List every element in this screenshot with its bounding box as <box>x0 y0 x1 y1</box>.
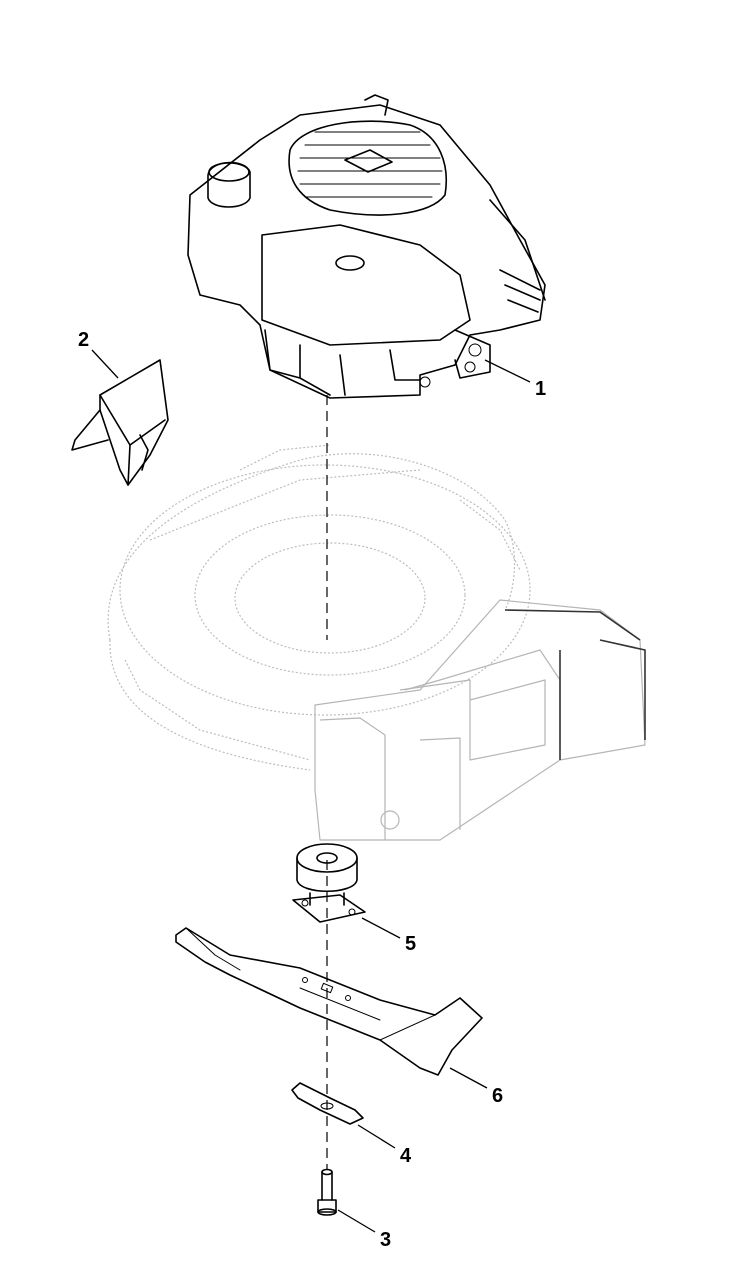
leader-6 <box>449 1067 488 1089</box>
callout-labels: 1 2 3 4 5 6 <box>78 329 546 1251</box>
callout-2: 2 <box>78 329 89 351</box>
leader-4 <box>357 1124 396 1149</box>
callout-5: 5 <box>405 933 416 955</box>
leader-5 <box>361 917 401 939</box>
leader-2 <box>91 349 119 379</box>
blade-washer-illustration <box>291 1082 364 1125</box>
callout-6: 6 <box>492 1085 503 1107</box>
leader-3 <box>337 1209 376 1233</box>
callout-1: 1 <box>535 378 546 400</box>
mower-deck-ghost <box>107 444 646 841</box>
blade-illustration <box>175 927 483 1076</box>
blade-bolt-illustration <box>317 1168 337 1216</box>
leader-lines <box>91 349 531 1233</box>
callout-4: 4 <box>400 1145 412 1167</box>
blade-adapter-illustration <box>292 843 366 923</box>
engine-illustration <box>187 94 546 399</box>
leader-1 <box>484 359 531 383</box>
mulching-plug-illustration <box>71 359 169 486</box>
callout-3: 3 <box>380 1229 391 1251</box>
